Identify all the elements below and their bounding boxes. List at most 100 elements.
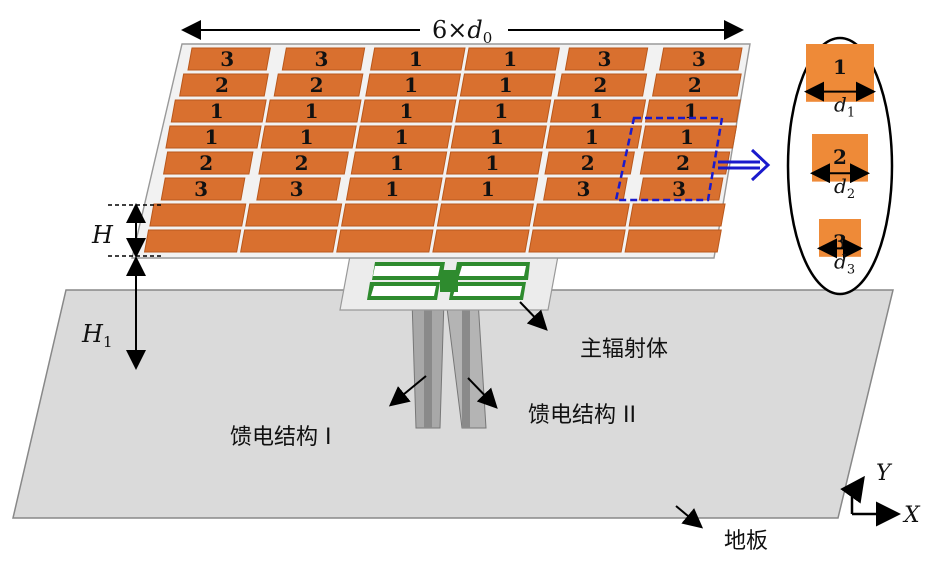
axis-y-label: Y (876, 461, 893, 486)
patch (638, 177, 724, 201)
patch-number: 2 (199, 151, 213, 175)
patch (162, 151, 254, 175)
width-dimension: 6×d0 (181, 16, 744, 47)
patch-number: 1 (503, 47, 517, 71)
patch-number: 1 (390, 151, 404, 175)
width-sub: 0 (483, 29, 493, 47)
patch-number: 1 (490, 125, 504, 149)
label-h: H (91, 221, 114, 249)
patch (446, 151, 543, 175)
patch (370, 47, 466, 71)
patch-number: 1 (494, 99, 508, 123)
patch (149, 203, 247, 227)
patch-number: 3 (194, 177, 208, 201)
patch-number: 1 (300, 125, 314, 149)
patch (240, 229, 338, 253)
patch-number: 1 (680, 125, 694, 149)
patch (265, 99, 362, 123)
zoom-arrow (718, 148, 771, 182)
legend-dimension-label: d3 (834, 249, 855, 277)
patch-number: 2 (593, 73, 607, 97)
patch-number: 1 (499, 73, 513, 97)
patch (245, 203, 343, 227)
patch-number: 2 (676, 151, 690, 175)
patch-number: 3 (598, 47, 612, 71)
patch-number: 1 (589, 99, 603, 123)
patch-number: 2 (688, 73, 702, 97)
patch-number: 1 (399, 99, 413, 123)
patch-number: 1 (684, 99, 698, 123)
label-main-radiator: 主辐射体 (580, 337, 668, 362)
patch-number: 1 (305, 99, 319, 123)
patch (258, 151, 349, 175)
patch (345, 177, 443, 201)
label-h1-sub: 1 (103, 333, 113, 351)
patch (273, 73, 364, 97)
patch (281, 47, 366, 71)
patch-number: 1 (385, 177, 399, 201)
patch (644, 99, 741, 123)
patch (545, 125, 643, 149)
patch-number: 1 (485, 151, 499, 175)
height-dimension-h1: H1 (81, 256, 146, 370)
axis-x-label: X (902, 503, 921, 528)
patch (628, 203, 726, 227)
patch (450, 125, 547, 149)
patch (365, 73, 462, 97)
patch (179, 73, 269, 97)
patch-number: 2 (581, 151, 595, 175)
width-prefix: 6× (432, 16, 467, 44)
patch-number: 3 (315, 47, 329, 71)
patch (350, 151, 448, 175)
patch (532, 203, 630, 227)
svg-text:6×d0: 6×d0 (432, 16, 492, 47)
patch (165, 125, 262, 149)
patch (432, 229, 530, 253)
patch (160, 177, 246, 201)
patch (564, 47, 649, 71)
patch (639, 151, 731, 175)
patch (464, 47, 560, 71)
patch (659, 47, 743, 71)
patch (455, 99, 552, 123)
legend-dimension-label: d1 (834, 93, 855, 121)
main-radiator (367, 262, 530, 300)
legend-number: 2 (833, 145, 847, 169)
patch-number: 3 (220, 47, 234, 71)
legend-dimension-label: d2 (834, 174, 855, 202)
label-ground: 地板 (724, 529, 768, 554)
patch-number: 2 (310, 73, 324, 97)
patch-number: 1 (409, 47, 423, 71)
patch-number: 1 (210, 99, 224, 123)
coordinate-axes: X Y (840, 461, 921, 528)
patch-number: 3 (672, 177, 686, 201)
patch (557, 73, 648, 97)
patch (355, 125, 452, 149)
patch-number: 1 (205, 125, 219, 149)
ground-plane (12, 289, 894, 519)
patch (550, 99, 647, 123)
callouts (388, 301, 704, 529)
patch (459, 73, 556, 97)
patch-number: 3 (577, 177, 591, 201)
label-feed-2: 馈电结构 II (528, 403, 636, 428)
patch-number: 1 (404, 73, 418, 97)
patch (624, 229, 722, 253)
selected-cell-outline (614, 116, 724, 202)
label-h1-var: H (81, 320, 104, 348)
patch-number: 1 (585, 125, 599, 149)
patch-number: 1 (395, 125, 409, 149)
patch (544, 151, 635, 175)
patch (360, 99, 457, 123)
patch (336, 229, 434, 253)
label-feed-1: 馈电结构 I (230, 425, 331, 450)
svg-text:H1: H1 (81, 320, 112, 351)
width-var: d (467, 16, 482, 44)
patch-number: 2 (295, 151, 309, 175)
patch (170, 99, 267, 123)
patch (187, 47, 271, 71)
patch-number: 3 (692, 47, 706, 71)
patch (341, 203, 439, 227)
